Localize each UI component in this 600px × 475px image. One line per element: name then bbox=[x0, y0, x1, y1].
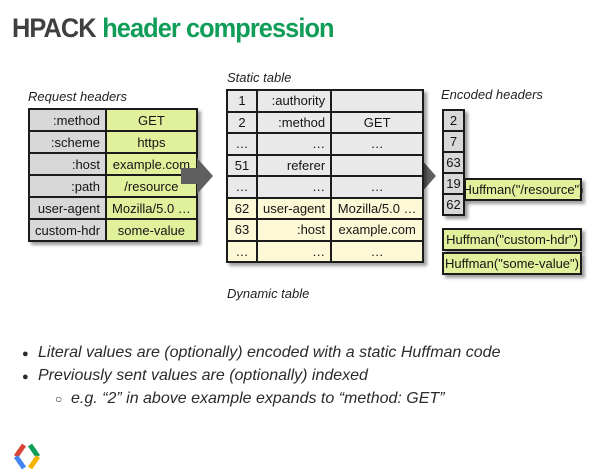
bullet-text: Previously sent values are (optionally) … bbox=[38, 367, 368, 384]
encoded-index-cell: 7 bbox=[442, 130, 465, 153]
header-name-cell: :authority bbox=[255, 89, 333, 113]
header-value-cell bbox=[330, 153, 425, 177]
header-name-cell: :method bbox=[255, 110, 333, 134]
header-name-cell: referer bbox=[255, 153, 333, 177]
table-row: 1 :authority bbox=[226, 89, 425, 113]
index-cell: … bbox=[226, 132, 258, 156]
header-name-cell: :path bbox=[27, 174, 108, 198]
dynamic-table-label: Dynamic table bbox=[227, 286, 310, 301]
table-row: 2 :method GET bbox=[226, 110, 425, 134]
list-item: ● Previously sent values are (optionally… bbox=[22, 365, 587, 388]
header-value-cell bbox=[330, 89, 425, 113]
list-item: ○ e.g. “2” in above example expands to “… bbox=[22, 388, 587, 410]
encoded-index-cell: 62 bbox=[442, 193, 465, 216]
bullet-list: ● Literal values are (optionally) encode… bbox=[22, 342, 587, 410]
table-row: … … … bbox=[226, 239, 425, 263]
circle-bullet-icon: ○ bbox=[55, 392, 63, 406]
header-value-cell: … bbox=[330, 175, 425, 199]
huffman-custom-hdr-cell: Huffman("custom-hdr") bbox=[442, 228, 582, 251]
header-value-cell: Mozilla/5.0 … bbox=[330, 196, 425, 220]
encoded-index-cell: 2 bbox=[442, 109, 465, 132]
static-table-label: Static table bbox=[227, 70, 292, 85]
table-row: … … … bbox=[226, 132, 425, 156]
table-row: 63 :host example.com bbox=[226, 218, 425, 242]
header-name-cell: user-agent bbox=[255, 196, 333, 220]
table-row: … … … bbox=[226, 175, 425, 199]
header-value-cell: https bbox=[105, 130, 198, 154]
table-row: :method GET bbox=[27, 108, 198, 132]
encoded-index-cell: 63 bbox=[442, 151, 465, 174]
encoded-index-column: 2 7 63 19 62 bbox=[442, 109, 465, 216]
header-value-cell: GET bbox=[330, 110, 425, 134]
encoded-headers-label: Encoded headers bbox=[441, 87, 543, 102]
header-value-cell: Mozilla/5.0 … bbox=[105, 196, 198, 220]
header-name-cell: … bbox=[255, 239, 333, 263]
table-row: :path /resource bbox=[27, 174, 198, 198]
header-value-cell: example.com bbox=[330, 218, 425, 242]
index-cell: 1 bbox=[226, 89, 258, 113]
arrow-right-icon bbox=[181, 158, 213, 194]
huffman-some-value-cell: Huffman("some-value") bbox=[442, 252, 582, 275]
list-item: ● Literal values are (optionally) encode… bbox=[22, 342, 587, 365]
index-cell: 2 bbox=[226, 110, 258, 134]
huffman-resource-cell: Huffman("/resource") bbox=[463, 178, 584, 201]
header-name-cell: … bbox=[255, 132, 333, 156]
table-row: 62 user-agent Mozilla/5.0 … bbox=[226, 196, 425, 220]
table-row: :scheme https bbox=[27, 130, 198, 154]
bullet-text: Literal values are (optionally) encoded … bbox=[38, 344, 501, 361]
header-name-cell: :host bbox=[27, 152, 108, 176]
index-cell: … bbox=[226, 175, 258, 199]
index-cell: 51 bbox=[226, 153, 258, 177]
header-value-cell: GET bbox=[105, 108, 198, 132]
table-row: :host example.com bbox=[27, 152, 198, 176]
header-name-cell: custom-hdr bbox=[27, 218, 108, 242]
request-headers-table: :method GET :scheme https :host example.… bbox=[27, 108, 198, 242]
title-hpack: HPACK bbox=[12, 13, 97, 43]
index-cell: 62 bbox=[226, 196, 258, 220]
header-value-cell: example.com bbox=[105, 152, 198, 176]
static-table: 1 :authority 2 :method GET … … … 51 refe… bbox=[226, 89, 425, 263]
header-value-cell: … bbox=[330, 239, 425, 263]
header-value-cell: … bbox=[330, 132, 425, 156]
table-row: custom-hdr some-value bbox=[27, 218, 198, 242]
index-cell: 63 bbox=[226, 218, 258, 242]
bullet-icon: ● bbox=[22, 371, 29, 383]
bullet-text: e.g. “2” in above example expands to “me… bbox=[71, 390, 445, 407]
header-name-cell: … bbox=[255, 175, 333, 199]
table-row: user-agent Mozilla/5.0 … bbox=[27, 196, 198, 220]
header-name-cell: :method bbox=[27, 108, 108, 132]
index-cell: … bbox=[226, 239, 258, 263]
header-value-cell: some-value bbox=[105, 218, 198, 242]
google-developers-logo bbox=[13, 443, 41, 470]
table-row: 51 referer bbox=[226, 153, 425, 177]
header-name-cell: :host bbox=[255, 218, 333, 242]
request-headers-label: Request headers bbox=[28, 89, 128, 104]
title-subtitle: header compression bbox=[102, 13, 334, 43]
header-name-cell: user-agent bbox=[27, 196, 108, 220]
header-name-cell: :scheme bbox=[27, 130, 108, 154]
bullet-icon: ● bbox=[22, 348, 29, 360]
